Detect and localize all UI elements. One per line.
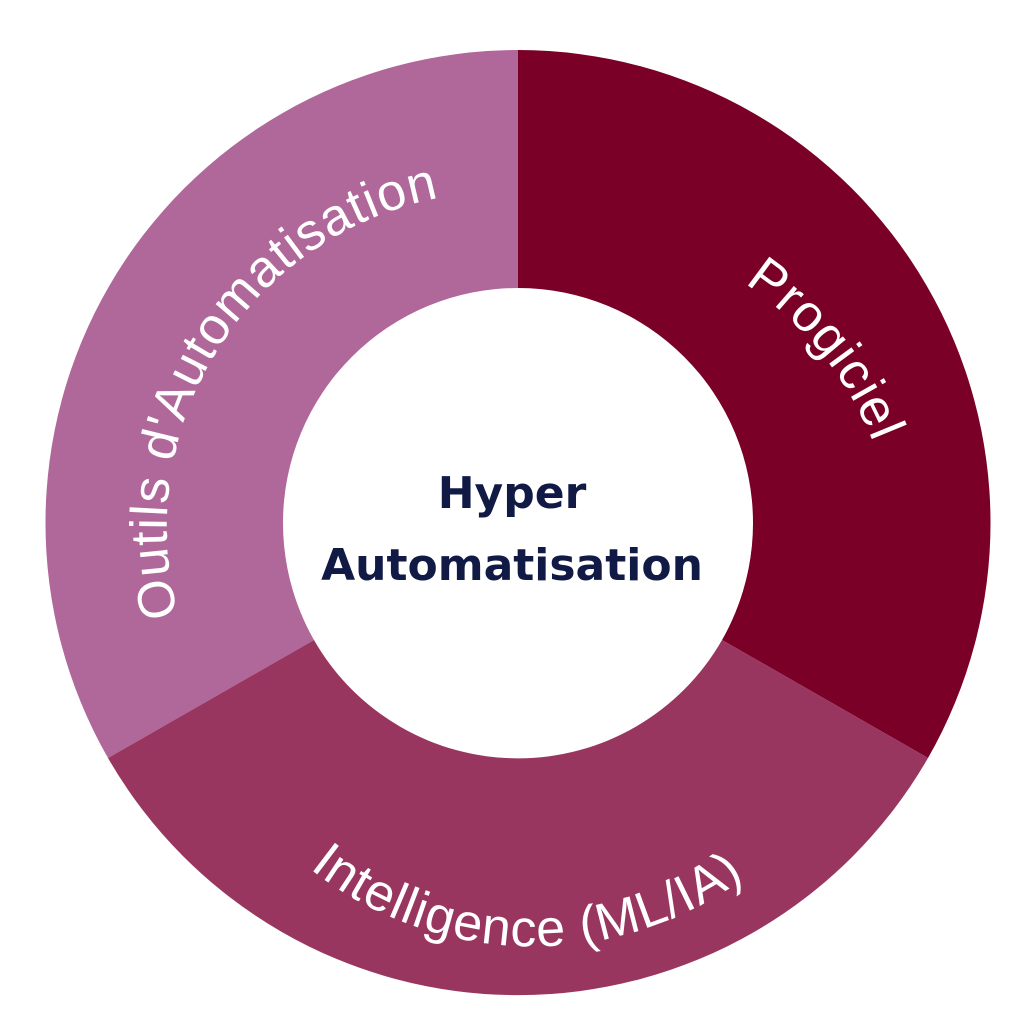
center-circle [283,288,753,758]
segment-intelligence [108,640,928,996]
segment-outils-automatisation [45,50,519,758]
center-title-line2: Automatisation [321,540,703,591]
center-title-line1: Hyper [438,468,587,519]
segment-progiciel [518,50,991,758]
